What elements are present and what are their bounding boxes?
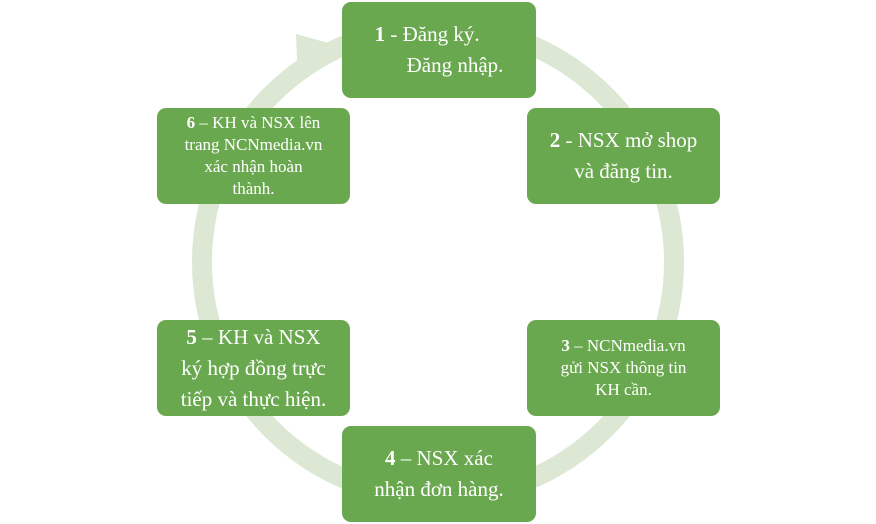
step-4-line-1: 4 – NSX xác xyxy=(385,446,493,470)
step-3-line-2: gửi NSX thông tin xyxy=(560,358,687,377)
step-5-line-3: tiếp và thực hiện. xyxy=(180,386,327,411)
step-3-line-3: KH cần. xyxy=(595,380,652,399)
step-2-box: 2 - NSX mở shop và đăng tin. xyxy=(527,108,720,204)
step-6-line-3: xác nhận hoàn xyxy=(204,157,303,176)
step-5-number: 5 xyxy=(186,324,197,349)
step-5-line-2: ký hợp đồng trực xyxy=(181,355,326,380)
step-5-line-1: 5 – KH và NSX xyxy=(186,324,321,349)
cycle-arrowhead xyxy=(296,34,332,82)
step-2-line-2: và đăng tin. xyxy=(574,159,673,183)
step-4-number: 4 xyxy=(385,446,396,470)
step-1-number: 1 xyxy=(374,22,386,46)
step-5-box: 5 – KH và NSX ký hợp đồng trực tiếp và t… xyxy=(157,320,350,416)
step-6-box: 6 – KH và NSX lên trang NCNmedia.vn xác … xyxy=(157,108,350,204)
step-3-line-1: 3 – NCNmedia.vn xyxy=(561,336,686,355)
step-6-number: 6 xyxy=(186,113,196,132)
step-1-line-1: 1 - Đăng ký. xyxy=(374,22,480,46)
step-2-line-1: 2 - NSX mở shop xyxy=(549,128,698,152)
step-6-line-1: 6 – KH và NSX lên xyxy=(186,113,321,132)
step-2-number: 2 xyxy=(549,128,561,152)
step-6-line-2: trang NCNmedia.vn xyxy=(184,135,323,154)
step-6-line-4: thành. xyxy=(232,179,275,198)
step-1-line-2: Đăng nhập. xyxy=(406,53,504,77)
step-3-number: 3 xyxy=(561,336,570,355)
step-1-box: 1 - Đăng ký. Đăng nhập. xyxy=(342,2,536,98)
step-4-box: 4 – NSX xác nhận đơn hàng. xyxy=(342,426,536,522)
step-3-box: 3 – NCNmedia.vn gửi NSX thông tin KH cần… xyxy=(527,320,720,416)
step-4-line-2: nhận đơn hàng. xyxy=(374,477,504,501)
